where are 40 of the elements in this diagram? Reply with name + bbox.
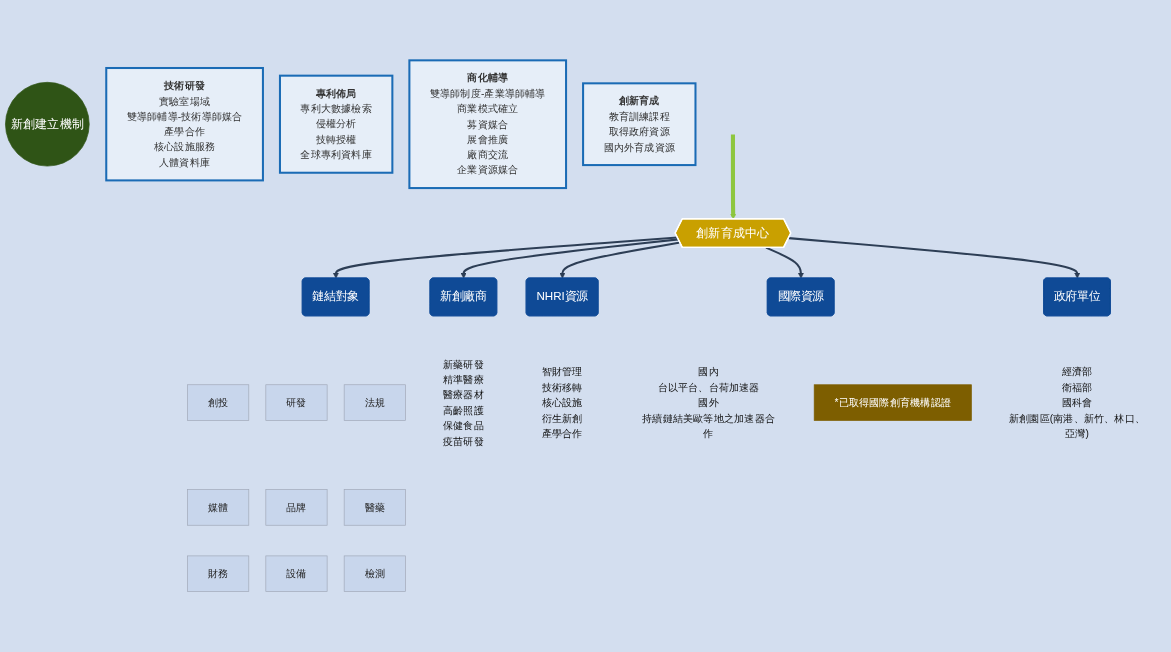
node-label: 國內 — [698, 365, 719, 378]
node-box: 商化輔導 雙導師制度-產業導師輔導 商業模式確立 募資媒合 展會推廣 廠商交流 企業資源媒合 — [408, 59, 568, 190]
node-box: 創新育成 教育訓練課程 取得政府資源 國內外育成資源 — [582, 82, 697, 167]
arrow — [460, 238, 679, 279]
node-label: 衛福部 — [1061, 381, 1093, 393]
node-label: 台以平台、台荷加速器 — [657, 381, 760, 393]
node-label: 醫療器材 — [442, 388, 484, 401]
node-label: 精準醫療 — [442, 373, 484, 385]
node-box: 創投 — [187, 384, 250, 421]
arrow — [788, 237, 1081, 279]
arrow — [765, 246, 804, 279]
arrow — [332, 236, 678, 279]
node-circle: 新創建立機制 — [5, 81, 90, 167]
node-label: 技術移轉 — [541, 381, 583, 393]
node-box: 媒體 — [187, 489, 250, 526]
node-label: 新創園區(南港、新竹、林口、亞灣) — [1008, 411, 1146, 439]
node-label: 國科會 — [1061, 396, 1093, 408]
node-label: 智財管理 — [541, 365, 583, 378]
node-box: 法規 — [343, 384, 406, 421]
node-label: 疫苗研發 — [442, 434, 484, 447]
node-box: 財務 — [187, 555, 250, 592]
node-box: 設備 — [265, 555, 328, 592]
node-box: 檢測 — [343, 555, 406, 592]
node-label: 產學合作 — [541, 426, 583, 439]
node-label: 國外 — [698, 396, 719, 408]
node-label: 高齡照護 — [442, 403, 484, 416]
arrow — [730, 134, 737, 220]
node-label: 經濟部 — [1061, 365, 1093, 378]
node-box: 醫藥 — [343, 489, 406, 526]
arrow — [559, 241, 681, 279]
node-label: 持續鏈結美歐等地之加速器合作 — [642, 411, 775, 439]
node-box: 專利佈局 專利大數據檢索 侵權分析 技轉授權 全球專利資料庫 — [278, 74, 394, 174]
node-label: 保健食品 — [442, 419, 484, 431]
node-label: 新藥研發 — [442, 358, 484, 370]
node-label: 衍生新創 — [541, 411, 583, 424]
node-label: 核心設施 — [541, 396, 583, 408]
node-box: 技術研發 實驗室場域 雙導師輔導-技術導師媒合 產學合作 核心設施服務 人體資料庫 — [105, 67, 264, 182]
node-box: 品牌 — [265, 489, 328, 526]
node-box: 研發 — [265, 384, 328, 421]
node-box: *已取得國際創育機構認證 — [813, 384, 972, 421]
